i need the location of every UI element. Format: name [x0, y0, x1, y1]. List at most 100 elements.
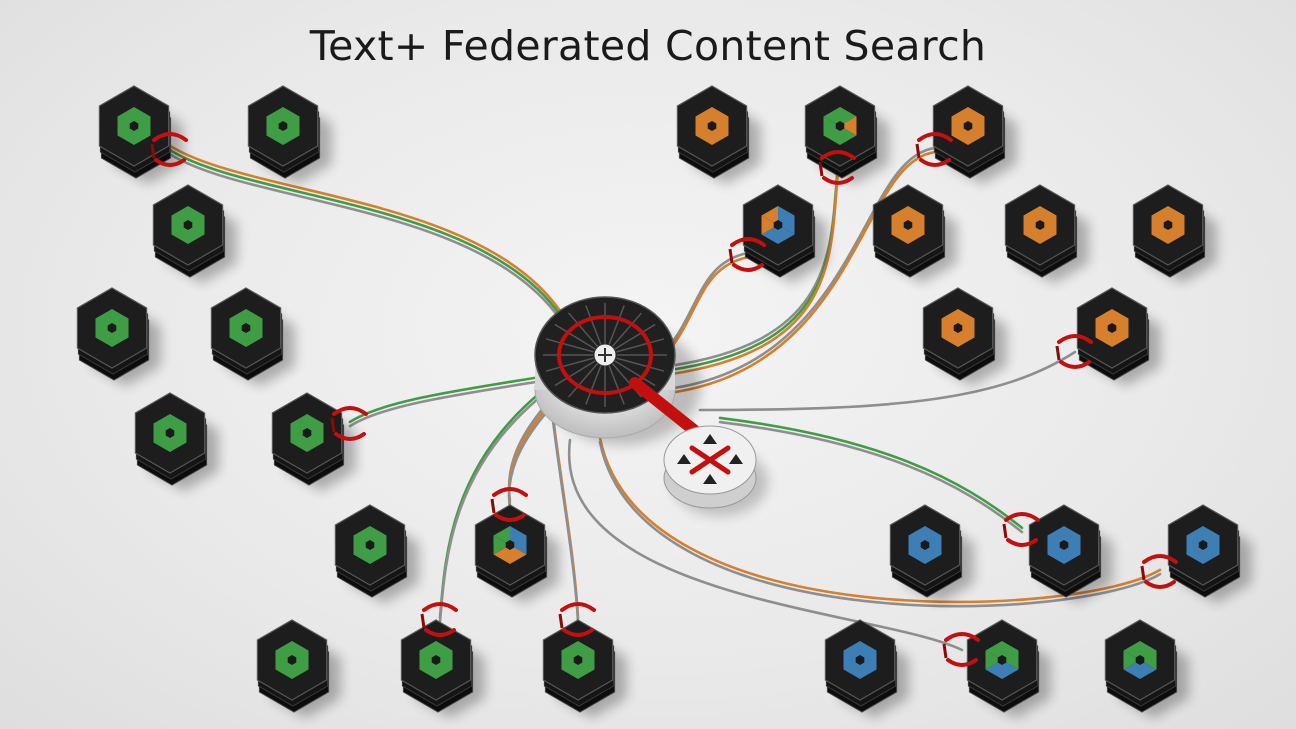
- cable-to-node-blue-2: [718, 416, 1024, 534]
- cable-strand: [598, 440, 1162, 608]
- page-title: Text+ Federated Content Search: [309, 22, 987, 70]
- node-centre: [1163, 220, 1173, 230]
- cable-strand: [698, 350, 1077, 412]
- connector-clip: [1055, 334, 1093, 369]
- node-blue-1: [889, 504, 974, 603]
- cable-to-node-orange-2: [673, 146, 937, 394]
- connector-clip: [330, 406, 368, 441]
- node-green-5: [210, 287, 295, 386]
- connector-clip: [818, 150, 856, 185]
- node-centre: [1059, 540, 1069, 550]
- node-green-6: [134, 392, 219, 491]
- cable-strand: [348, 376, 537, 424]
- cable-strand: [666, 255, 750, 354]
- node-orange-7: [1076, 287, 1161, 386]
- hub-fin: [585, 364, 602, 405]
- node-centre: [1198, 540, 1208, 550]
- node-data-segment: [840, 107, 857, 126]
- node-centre: [835, 121, 845, 131]
- hub-fin: [616, 338, 665, 353]
- hub-fin: [611, 312, 643, 348]
- node-centre: [241, 323, 251, 333]
- node-centre: [997, 655, 1007, 665]
- hub-fin: [567, 362, 599, 398]
- cable-to-node-green-11: [550, 406, 580, 624]
- connector-clip: [915, 132, 953, 167]
- magnifier-ring: [557, 315, 653, 395]
- node-centre: [107, 323, 117, 333]
- central-search-hub: [534, 296, 706, 445]
- node-green-9: [256, 619, 341, 718]
- cable-strand: [718, 416, 1024, 530]
- hub-fin: [567, 312, 599, 348]
- hub-fin: [554, 360, 596, 387]
- cable-to-node-blue-3: [598, 436, 1162, 608]
- node-green-7: [271, 392, 356, 491]
- cable-strand: [550, 410, 580, 624]
- node-centre: [573, 655, 583, 665]
- router-port: [729, 454, 743, 464]
- cable-strand: [348, 380, 537, 428]
- cable-strand: [668, 170, 840, 376]
- hub-fin: [614, 360, 656, 387]
- router-port: [677, 454, 691, 464]
- nodes-layer: [76, 85, 1252, 718]
- hub-layer: [534, 296, 768, 516]
- cable-to-node-green-7: [348, 376, 537, 428]
- node-orange-2: [932, 85, 1017, 184]
- router-cross: [689, 445, 731, 475]
- node-centre: [165, 428, 175, 438]
- cable-to-node-green-10: [438, 391, 542, 624]
- cable-strand: [168, 152, 562, 321]
- connector-clip: [150, 132, 188, 167]
- node-blue-2: [1028, 504, 1113, 603]
- node-centre: [903, 220, 913, 230]
- node-orange-3: [872, 184, 957, 283]
- node-centre: [920, 540, 930, 550]
- node-centre: [773, 220, 783, 230]
- node-mixed-green-blue-1: [966, 619, 1051, 718]
- connector-clip: [420, 602, 458, 637]
- node-data-segment: [493, 526, 510, 545]
- node-centre: [1035, 220, 1045, 230]
- hub-fin: [545, 357, 594, 372]
- node-centre: [855, 655, 865, 665]
- node-centre: [183, 220, 193, 230]
- cable-to-node-mixed-gb-1: [567, 438, 964, 652]
- cable-strand: [168, 144, 562, 313]
- node-mixed-green-blue-orange: [474, 504, 559, 603]
- cable-to-node-orange-7: [698, 350, 1077, 412]
- cable-to-node-mixed-go: [668, 162, 840, 376]
- node-green-8: [334, 504, 419, 603]
- node-centre: [505, 540, 515, 550]
- node-centre: [1107, 323, 1117, 333]
- connector-clip: [558, 602, 596, 637]
- node-data-segment: [985, 641, 1002, 660]
- connector-clip: [490, 487, 528, 522]
- node-orange-6: [922, 287, 1007, 386]
- hub-fin: [554, 323, 596, 350]
- node-centre: [365, 540, 375, 550]
- cable-strand: [168, 148, 562, 317]
- node-centre: [963, 121, 973, 131]
- connector-clip: [1140, 554, 1178, 589]
- hub-fin: [614, 323, 656, 350]
- node-blue-3: [1167, 504, 1252, 603]
- router-port: [703, 474, 717, 484]
- connector-clip: [728, 237, 766, 272]
- node-centre: [431, 655, 441, 665]
- aggregator-router: [663, 425, 768, 516]
- hub-fin: [616, 357, 665, 372]
- node-centre: [129, 121, 139, 131]
- node-orange-1: [676, 85, 761, 184]
- cable-strand: [438, 395, 542, 624]
- cable-strand: [673, 150, 937, 394]
- node-mixed-green-orange: [804, 85, 889, 184]
- magnifier-handle: [629, 377, 706, 441]
- cable-strand: [666, 251, 750, 350]
- node-data-segment: [985, 650, 1002, 670]
- node-mixed-green-blue-2: [1104, 619, 1189, 718]
- cable-strand: [718, 420, 1024, 534]
- node-data-segment: [761, 206, 778, 225]
- node-data-segment: [761, 215, 778, 235]
